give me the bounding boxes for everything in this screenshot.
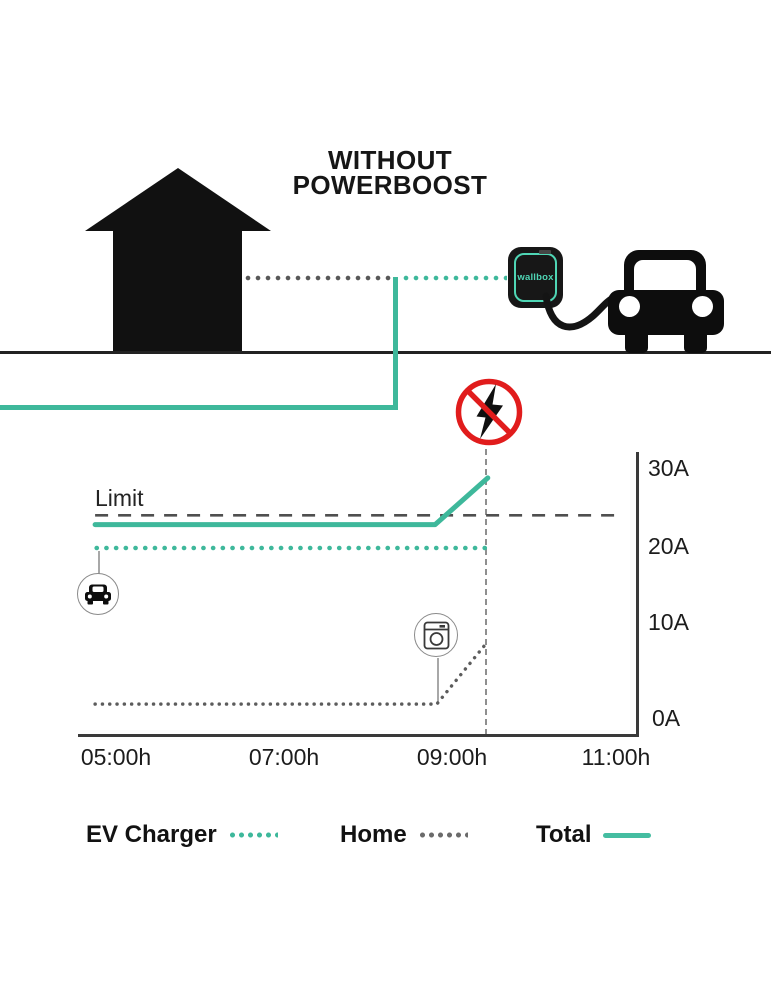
charger-supply-dotted-line [401,275,507,281]
legend-swatch-total-line [602,832,651,838]
car-front-icon [85,584,111,605]
x-tick-0900: 09:00h [416,744,488,770]
y-tick-10A: 10A [648,609,689,635]
supply-cut-dashed-line [485,449,487,735]
y-axis-line [636,452,639,737]
house-icon [113,229,242,353]
page-title: WITHOUT POWERBOOST [235,145,545,200]
ground-line [0,351,771,354]
wallbox-charger-icon: wallbox [508,247,563,308]
charging-cable-icon [542,292,620,331]
x-tick-1100: 11:00h [581,744,651,770]
title-line-2: POWERBOOST [292,170,488,200]
car-wheel-left [625,331,648,353]
y-tick-0A: 0A [652,705,681,731]
charger-brand-label: wallbox [517,272,554,283]
ev-load-car-badge [77,573,119,615]
charger-button [539,250,551,254]
legend-label-home: Home [340,821,407,848]
washing-machine-icon [423,621,449,649]
legend-swatch-home-dotted [417,832,468,838]
legend-item-ev-charger: EV Charger [86,819,278,851]
no-power-icon [455,378,523,446]
x-tick-0700: 07:00h [248,744,320,770]
car-headlight-left [619,296,640,317]
chart-plot-area [92,475,619,706]
series-line-home [93,639,490,706]
y-tick-30A: 30A [648,455,689,481]
power-feed-horizontal-line [0,405,398,410]
house-roof-icon [85,168,271,231]
x-axis-line [78,734,638,737]
legend-item-total: Total [536,819,651,851]
legend-label-ev-charger: EV Charger [86,821,217,848]
title-line-1: WITHOUT [327,145,453,175]
y-tick-20A: 20A [648,533,689,559]
power-feed-vertical-line [393,277,398,410]
legend-swatch-ev-dotted [227,832,278,838]
home-appliance-badge [414,613,458,657]
legend-item-home: Home [340,819,468,851]
car-icon [608,250,724,353]
legend-label-total: Total [536,821,592,848]
car-wheel-right [684,331,707,353]
x-tick-0500: 05:00h [80,744,152,770]
charger-ring [514,253,557,302]
car-headlight-right [692,296,713,317]
house-supply-dotted-line [243,275,393,281]
limit-label: Limit [95,485,144,511]
series-line-total [92,475,491,528]
